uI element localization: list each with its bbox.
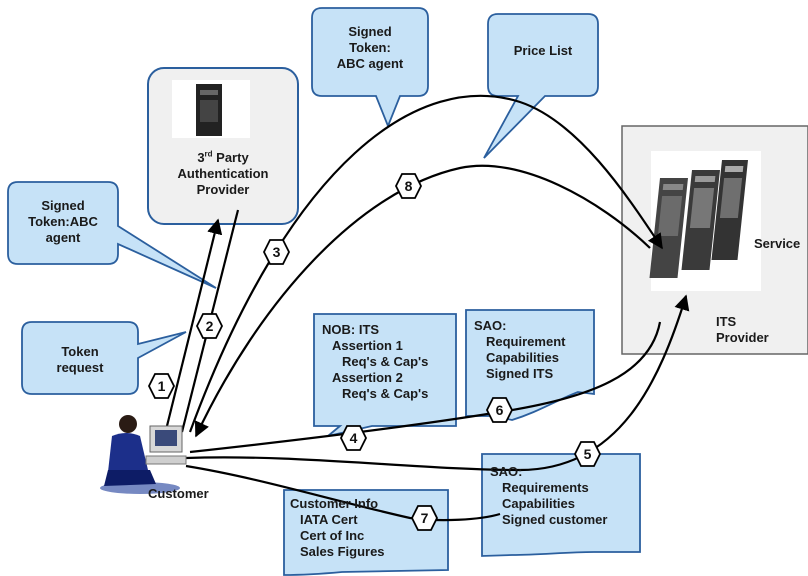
- text-line: Signed: [348, 24, 392, 39]
- auth-provider-line1: 3rd Party: [197, 149, 249, 165]
- text-line: Requirement: [486, 334, 566, 349]
- callout-price-list-text: Price List: [513, 43, 573, 58]
- auth-server-icon: [172, 80, 250, 138]
- callout-signed-token-top-text: Signed Token: ABC agent: [312, 24, 428, 72]
- callout-customer-info-text: Customer Info IATA Cert Cert of Inc Sale…: [290, 496, 385, 560]
- step-number-7: 7: [420, 510, 429, 526]
- auth-provider-line2: Authentication: [177, 166, 269, 181]
- text-line: Req's & Cap's: [342, 354, 429, 369]
- text-line: Capabilities: [502, 496, 575, 511]
- callout-sao-customer-text: SAO: Requirements Capabilities Signed cu…: [490, 464, 607, 528]
- callout-signed-token-left: [7, 181, 217, 289]
- step-number-5: 5: [583, 446, 592, 462]
- text-line: Capabilities: [486, 350, 559, 365]
- text-line: agent: [45, 230, 81, 245]
- step-marker-3: [262, 239, 291, 265]
- text-line: Req's & Cap's: [342, 386, 429, 401]
- callout-signed-token-left-text: Signed Token:ABC agent: [8, 198, 118, 246]
- its-service-label: Service: [754, 236, 801, 251]
- step-marker-6: [485, 397, 514, 423]
- its-provider-label: ITS Provider: [716, 314, 769, 346]
- text-line: Assertion 1: [332, 338, 403, 353]
- step-marker-1: [147, 373, 176, 399]
- callout-sao-its: [465, 309, 595, 421]
- text-line: Signed ITS: [486, 366, 554, 381]
- text-line: IATA Cert: [300, 512, 358, 527]
- text-line: Customer Info: [290, 496, 379, 511]
- step-number-8: 8: [404, 178, 413, 194]
- customer-figure-icon: [100, 415, 187, 494]
- text-line: request: [56, 360, 104, 375]
- step-number-4: 4: [349, 430, 358, 446]
- auth-provider-line3: Provider: [196, 182, 250, 197]
- callout-price-list: [483, 13, 599, 159]
- text-line: Assertion 2: [332, 370, 403, 385]
- text-line: Provider: [716, 330, 769, 345]
- callout-signed-token-top: [311, 7, 429, 129]
- auth-provider-label: 3rd Party Authentication Provider: [148, 150, 298, 198]
- arrow-price-list: [194, 164, 651, 438]
- step-marker-5: [573, 441, 602, 467]
- text-line: Token: [61, 344, 99, 359]
- text-line: Signed: [41, 198, 85, 213]
- step-marker-7: [410, 505, 439, 531]
- customer-label: Customer: [148, 486, 209, 501]
- callout-token-request-text: Token request: [22, 344, 138, 376]
- text-line: NOB: ITS: [322, 322, 380, 337]
- text-line: Token:: [349, 40, 391, 55]
- text-line: SAO:: [474, 318, 507, 333]
- text-line: Sales Figures: [300, 544, 385, 559]
- text-line: Token:ABC: [28, 214, 98, 229]
- arrow-token-request: [164, 218, 223, 431]
- text-line: ABC agent: [336, 56, 404, 71]
- line-customer-info: [185, 464, 501, 522]
- step-number-2: 2: [205, 318, 214, 334]
- step-number-6: 6: [495, 402, 504, 418]
- callout-nob-its-text: NOB: ITS Assertion 1 Req's & Cap's Asser…: [322, 322, 428, 402]
- text-line: Cert of Inc: [300, 528, 365, 543]
- callout-customer-info: [283, 489, 449, 576]
- callout-sao-its-text: SAO: Requirement Capabilities Signed ITS: [474, 318, 565, 382]
- step-marker-2: [195, 313, 224, 339]
- callout-sao-customer: [481, 453, 641, 557]
- text-line: Signed customer: [502, 512, 608, 527]
- step-number-3: 3: [272, 244, 281, 260]
- step-number-1: 1: [157, 378, 166, 394]
- step-marker-8: [394, 173, 423, 199]
- text-line: SAO:: [490, 464, 523, 479]
- text-line: Requirements: [502, 480, 589, 495]
- step-marker-4: [339, 425, 368, 451]
- text-line: ITS: [716, 314, 737, 329]
- its-server-icon: [649, 151, 761, 291]
- arrow-sao-customer: [185, 294, 690, 472]
- callout-token-request: [21, 321, 187, 395]
